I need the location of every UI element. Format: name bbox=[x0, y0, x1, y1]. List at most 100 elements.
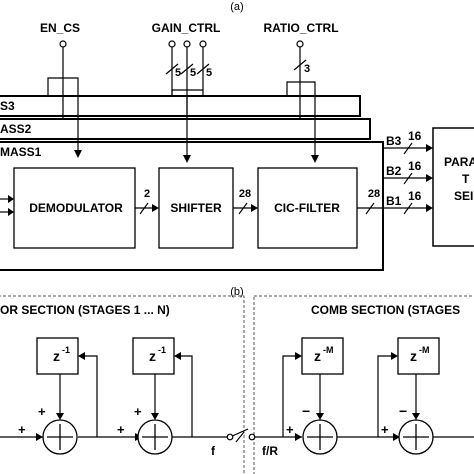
comb-delay-2-in-arrow bbox=[391, 352, 398, 360]
gain-arrowhead bbox=[183, 155, 191, 163]
channel-frame-2 bbox=[0, 118, 371, 140]
delay-1-base: z bbox=[53, 348, 60, 364]
comb-2-feedforward bbox=[377, 355, 417, 437]
comb-adder-1-sign-top: − bbox=[302, 403, 310, 419]
bus-demod-shifter-arrow bbox=[152, 204, 159, 212]
comb-delay-1-out-arrow bbox=[316, 413, 324, 420]
channel-label-1: MASS1 bbox=[0, 145, 42, 159]
sum3-in-arrow bbox=[295, 433, 302, 441]
gain-terminal-1 bbox=[168, 40, 176, 48]
comb-delay-2 bbox=[397, 337, 440, 375]
shifter-label: SHIFTER bbox=[170, 201, 222, 215]
sum4-in-arrow bbox=[393, 433, 400, 441]
sum1-in-arrow bbox=[36, 433, 43, 441]
parallel-serial-label-2: T bbox=[462, 172, 470, 186]
comb-adder-1-sign-left: + bbox=[286, 422, 294, 437]
ratio-ctrl-label: RATIO_CTRL bbox=[263, 21, 338, 35]
b2-slash bbox=[403, 172, 413, 185]
parallel-serial-label-1: PARA bbox=[444, 155, 474, 169]
bus-cic-out-width: 28 bbox=[368, 188, 380, 200]
gain-width-3: 5 bbox=[206, 67, 212, 79]
gain-terminal-3 bbox=[199, 40, 207, 48]
b1-slash bbox=[403, 202, 413, 215]
channel-label-3: S3 bbox=[0, 99, 15, 113]
demodulator-label: DEMODULATOR bbox=[29, 201, 123, 215]
gain-terminal-2 bbox=[183, 40, 191, 48]
cic-filter-label: CIC-FILTER bbox=[274, 201, 340, 215]
comb-delay-1-in-arrow bbox=[295, 352, 302, 360]
bus-shifter-cic-slash bbox=[238, 202, 248, 215]
gain-width-1: 5 bbox=[175, 67, 181, 79]
b2-arrow bbox=[426, 174, 433, 182]
bus-demod-shifter-slash bbox=[139, 202, 149, 215]
comb-adder-2-sign-left: + bbox=[381, 422, 389, 437]
integrator-delay-1 bbox=[36, 337, 79, 375]
integrator-delay-2 bbox=[132, 337, 175, 375]
b2-name: B2 bbox=[386, 164, 402, 178]
b3-name: B3 bbox=[386, 134, 402, 148]
comb-delay-2-exp: -M bbox=[419, 345, 430, 355]
b1-width: 16 bbox=[408, 189, 422, 203]
en-cs-terminal bbox=[59, 40, 67, 48]
comb-delay-2-out-arrow bbox=[412, 413, 420, 420]
comb-1-feedforward bbox=[282, 355, 321, 437]
delay-2-in-arrow bbox=[174, 352, 181, 360]
signal-f-over-r-label: f/R bbox=[262, 444, 278, 458]
adder-1-sign-top: + bbox=[38, 404, 46, 419]
comb-section-title: COMB SECTION (STAGES bbox=[311, 303, 460, 317]
comb-delay-1 bbox=[301, 337, 344, 375]
comb-section-frame bbox=[253, 295, 474, 474]
bus-cic-out-slash bbox=[365, 202, 375, 215]
integrator-section-frame bbox=[0, 295, 245, 474]
delay-2-base: z bbox=[149, 348, 156, 364]
comb-delay-1-exp: -M bbox=[323, 345, 334, 355]
ratio-terminal bbox=[296, 40, 304, 48]
comb-adder-2-sign-top: − bbox=[399, 403, 407, 419]
b1-arrow bbox=[426, 204, 433, 212]
en-cs-label: EN_CS bbox=[40, 21, 80, 35]
bus-shifter-cic-width: 28 bbox=[239, 188, 251, 200]
demod-in-arrow-2 bbox=[8, 208, 14, 216]
delay-2-out-arrow bbox=[151, 413, 159, 420]
comb-delay-1-base: z bbox=[314, 348, 321, 364]
bus-shifter-cic-arrow bbox=[251, 204, 258, 212]
demodulator-block bbox=[13, 167, 136, 249]
channel-frame-3 bbox=[0, 95, 361, 117]
delay-1-in-arrow bbox=[78, 352, 85, 360]
signal-f-label: f bbox=[211, 444, 216, 458]
ratio-wiring bbox=[286, 47, 316, 155]
ratio-width: 3 bbox=[304, 63, 310, 75]
parallel-serial-label-3: SEI bbox=[454, 189, 473, 203]
integrator-1-feedback bbox=[59, 355, 98, 437]
demod-in-arrow-1 bbox=[8, 195, 14, 203]
comb-delay-2-base: z bbox=[410, 348, 417, 364]
gain-width-2: 5 bbox=[190, 67, 196, 79]
integrator-section-title: OR SECTION (STAGES 1 ... N) bbox=[0, 303, 170, 317]
parallel-serial-block bbox=[432, 127, 474, 247]
en-cs-wiring bbox=[47, 47, 79, 150]
channel-label-2: ASS2 bbox=[0, 122, 32, 136]
signal-path bbox=[0, 428, 474, 438]
gain-ctrl-label: GAIN_CTRL bbox=[152, 21, 221, 35]
gain-wiring bbox=[165, 47, 210, 155]
panel-a-label: (a) bbox=[230, 1, 243, 13]
adder-2-sign-left: + bbox=[117, 422, 125, 437]
switch-terminal-out bbox=[248, 433, 256, 441]
b1-name: B1 bbox=[386, 194, 402, 208]
ratio-arrowhead bbox=[311, 155, 319, 163]
switch-slash bbox=[235, 431, 245, 443]
bus-demod-shifter-width: 2 bbox=[144, 188, 150, 200]
delay-1-exp: -1 bbox=[62, 345, 70, 355]
b3-arrow bbox=[426, 144, 433, 152]
switch-terminal-in bbox=[226, 433, 234, 441]
delay-1-out-arrow bbox=[56, 413, 64, 420]
adder-1-sign-left: + bbox=[18, 422, 26, 437]
b3-width: 16 bbox=[408, 129, 422, 143]
en-cs-arrowhead bbox=[74, 150, 82, 158]
panel-b-label: (b) bbox=[230, 286, 243, 298]
b2-width: 16 bbox=[408, 159, 422, 173]
adder-2-sign-top: + bbox=[134, 404, 142, 419]
delay-2-exp: -1 bbox=[158, 345, 166, 355]
b3-slash bbox=[403, 142, 413, 155]
